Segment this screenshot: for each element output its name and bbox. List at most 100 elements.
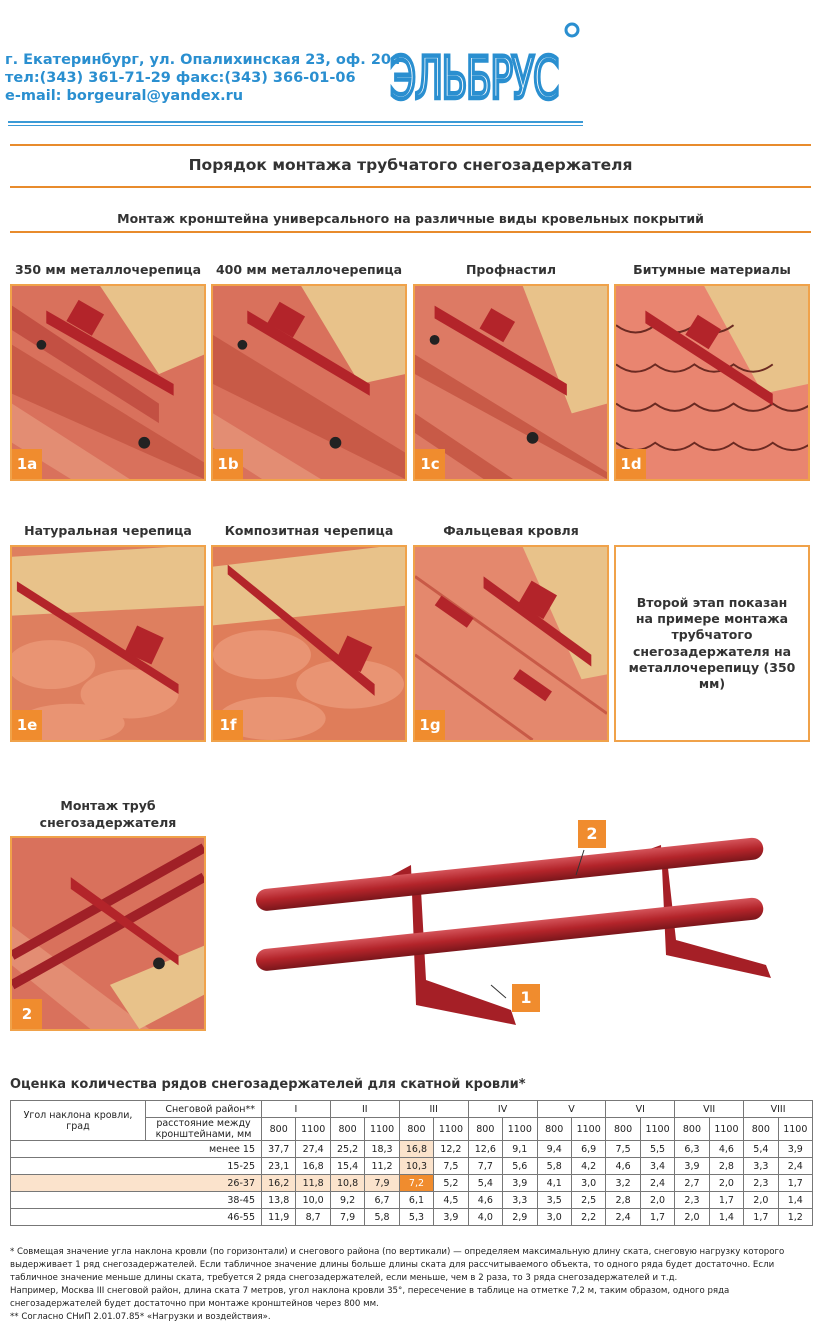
- table-cell: 2,3: [743, 1174, 779, 1192]
- region-header: Снеговой район**: [145, 1100, 262, 1118]
- bitumen-shingle-illustration: [616, 286, 808, 479]
- pipe-mounting-illustration: [12, 838, 204, 1029]
- table-cell: 4,6: [708, 1140, 745, 1158]
- second-stage-note-text: Второй этап показан на примере монтажа т…: [628, 594, 796, 691]
- table-cell: 1,7: [639, 1208, 676, 1226]
- region-header-cell: VI: [605, 1100, 676, 1118]
- table-cell: 3,9: [777, 1140, 814, 1158]
- table-cell: 12,6: [467, 1140, 504, 1158]
- table-cell: 2,0: [708, 1174, 745, 1192]
- table-cell: 7,2: [398, 1174, 435, 1192]
- composite-tile-illustration: [213, 547, 405, 740]
- table-cell: 5,2: [433, 1174, 469, 1192]
- distance-header-cell: 1100: [777, 1117, 814, 1141]
- table-cell: 3,4: [639, 1157, 676, 1175]
- region-header-cell: VII: [674, 1100, 745, 1118]
- caption-pipes: Монтаж труб снегозадержателя: [39, 798, 177, 830]
- table-cell: 4,1: [536, 1174, 572, 1192]
- page-title: Порядок монтажа трубчатого снегозадержат…: [188, 156, 633, 174]
- table-cell: 1,4: [708, 1208, 745, 1226]
- row-angle-label: 26-37: [10, 1174, 262, 1192]
- panel-1e: 1e: [10, 545, 206, 742]
- table-cell: 1,7: [743, 1208, 779, 1226]
- table-cell: 13,8: [260, 1191, 297, 1209]
- panel-1f: 1f: [211, 545, 407, 742]
- table-cell: 1,7: [777, 1174, 814, 1192]
- table-title: Оценка количества рядов снегозадержателе…: [10, 1077, 526, 1092]
- table-cell: 11,9: [260, 1208, 297, 1226]
- table-cell: 10,8: [329, 1174, 366, 1192]
- table-cell: 2,8: [708, 1157, 745, 1175]
- table-cell: 2,0: [674, 1208, 710, 1226]
- table-cell: 2,0: [743, 1191, 779, 1209]
- header-rule-thin: [8, 125, 583, 126]
- distance-header-cell: 800: [743, 1117, 779, 1141]
- footnote-1: * Совмещая значение угла наклона кровли …: [10, 1247, 785, 1283]
- table-cell: 3,2: [605, 1174, 641, 1192]
- tag-1d: 1d: [616, 449, 646, 479]
- tag-1g: 1g: [415, 710, 445, 740]
- table-cell: 2,4: [639, 1174, 676, 1192]
- footnote-3: ** Согласно СНиП 2.01.07.85* «Нагрузки и…: [10, 1312, 271, 1322]
- table-cell: 1,7: [708, 1191, 745, 1209]
- table-cell: 16,8: [398, 1140, 435, 1158]
- table-cell: 15,4: [329, 1157, 366, 1175]
- region-header-cell: V: [536, 1100, 607, 1118]
- table-cell: 3,3: [743, 1157, 779, 1175]
- distance-header-cell: 1100: [708, 1117, 745, 1141]
- table-cell: 4,6: [605, 1157, 641, 1175]
- table-cell: 2,9: [502, 1208, 538, 1226]
- caption-1d: Битумные материалы: [633, 262, 791, 277]
- table-cell: 7,7: [467, 1157, 504, 1175]
- table-cell: 7,5: [433, 1157, 469, 1175]
- callout-bracket: 1: [512, 984, 540, 1012]
- row-angle-label: 46-55: [10, 1208, 262, 1226]
- table-cell: 1,2: [777, 1208, 814, 1226]
- title-rule-bottom: [10, 186, 811, 188]
- table-cell: 2,4: [605, 1208, 641, 1226]
- table-cell: 7,9: [329, 1208, 366, 1226]
- table-cell: 3,0: [536, 1208, 572, 1226]
- table-cell: 12,2: [433, 1140, 469, 1158]
- table-cell: 2,7: [674, 1174, 710, 1192]
- table-cell: 5,3: [398, 1208, 435, 1226]
- caption-1b: 400 мм металлочерепица: [215, 262, 403, 277]
- table-cell: 27,4: [295, 1140, 331, 1158]
- panel-1d: 1d: [614, 284, 810, 481]
- table-cell: 3,5: [536, 1191, 572, 1209]
- table-cell: 3,9: [502, 1174, 538, 1192]
- table-cell: 6,3: [674, 1140, 710, 1158]
- table-cell: 4,6: [467, 1191, 504, 1209]
- panel-1g: 1g: [413, 545, 609, 742]
- table-cell: 1,4: [777, 1191, 814, 1209]
- caption-1c: Профнастил: [465, 262, 557, 277]
- table-cell: 5,8: [364, 1208, 400, 1226]
- slope-header: Угол наклона кровли, град: [10, 1100, 146, 1141]
- panel-1a: 1a: [10, 284, 206, 481]
- distance-header-cell: 1100: [639, 1117, 676, 1141]
- brand-logo: ЭЛЬБРУС: [388, 20, 590, 114]
- distance-header-cell: 800: [260, 1117, 297, 1141]
- table-cell: 5,6: [502, 1157, 538, 1175]
- table-cell: 2,5: [570, 1191, 607, 1209]
- table-cell: 10,0: [295, 1191, 331, 1209]
- pipe-assembly-illustration: 2 1: [236, 820, 816, 1030]
- table-cell: 4,0: [467, 1208, 504, 1226]
- table-cell: 11,8: [295, 1174, 331, 1192]
- table-cell: 9,4: [536, 1140, 572, 1158]
- table-cell: 7,5: [605, 1140, 641, 1158]
- caption-1e: Натуральная черепица: [24, 523, 192, 538]
- tag-1c: 1c: [415, 449, 445, 479]
- contact-email[interactable]: e-mail: borgeural@yandex.ru: [5, 88, 244, 104]
- caption-1a: 350 мм металлочерепица: [14, 262, 202, 277]
- distance-header-cell: 800: [605, 1117, 641, 1141]
- table-cell: 3,9: [433, 1208, 469, 1226]
- distance-header-cell: 1100: [570, 1117, 607, 1141]
- table-cell: 10,3: [398, 1157, 435, 1175]
- table-cell: 2,3: [674, 1191, 710, 1209]
- table-cell: 5,4: [743, 1140, 779, 1158]
